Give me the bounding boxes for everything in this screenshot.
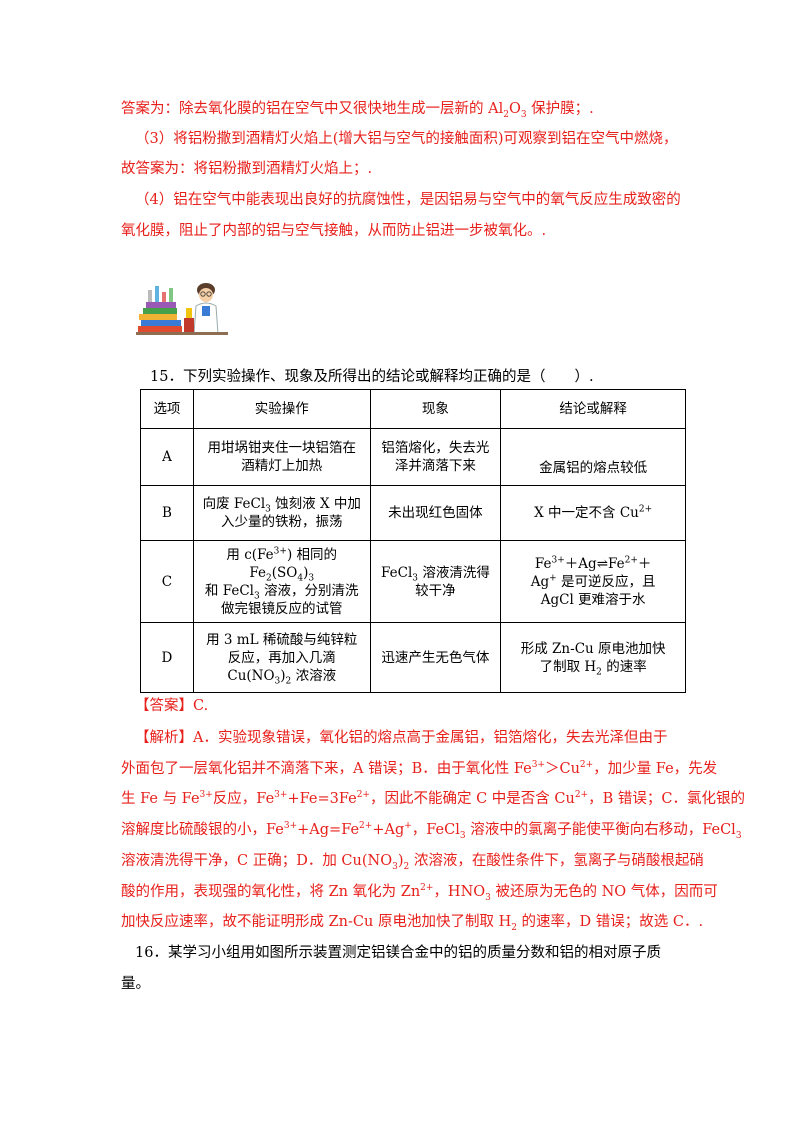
answer-label: 【答案】C. [135, 698, 209, 714]
row-a-operation: 用坩埚钳夹住一块铝箔在 酒精灯上加热 [192, 428, 371, 486]
row-c-option: C [140, 540, 194, 623]
row-c-conclusion: Fe3+＋Ag⇌Fe2+＋ Ag+ 是可逆反应，且 AgCl 更难溶于水 [500, 540, 686, 623]
reversible-arrow-icon: ⇌ [596, 555, 608, 572]
row-b-conclusion: X 中一定不含 Cu2+ [500, 485, 686, 541]
header-operation: 实验操作 [192, 389, 371, 429]
row-b-option: B [140, 485, 194, 541]
question-16-line-1: 16．某学习小组用如图所示装置测定铝镁合金中的铝的质量分数和铝的相对原子质 [135, 945, 661, 961]
analysis-line-7: 加快反应速率，故不能证明形成 Zn-Cu 原电池加快了制取 H2 的速率，D 错… [121, 914, 704, 933]
table-row-c: C 用 c(Fe3+) 相同的 Fe2(SO4)3 和 FeCl3 溶液，分别清… [140, 540, 686, 623]
answer-line-5: 氧化膜，阻止了内部的铝与空气接触，从而防止铝进一步被氧化。. [121, 223, 547, 239]
table-row-b: B 向废 FeCl3 蚀刻液 X 中加 入少量的铁粉，振荡 未出现红色固体 X … [140, 485, 686, 541]
analysis-line-6: 酸的作用，表现强的氧化性，将 Zn 氧化为 Zn2+，HNO3 被还原为无色的 … [121, 883, 718, 903]
header-option: 选项 [140, 389, 194, 429]
row-d-conclusion: 形成 Zn-Cu 原电池加快 了制取 H2 的速率 [500, 622, 686, 693]
table-row-d: D 用 3 mL 稀硫酸与纯锌粒 反应，再加入几滴 Cu(NO3)2 浓溶液 迅… [140, 622, 686, 693]
row-b-phenomenon: 未出现红色固体 [369, 485, 502, 541]
analysis-line-4: 溶解度比硫酸银的小，Fe3++Ag=Fe2++Ag+，FeCl3 溶液中的氯离子… [121, 821, 742, 841]
header-conclusion: 结论或解释 [500, 389, 686, 429]
answer-line-1: 答案为：除去氧化膜的铝在空气中又很快地生成一层新的 Al2O3 保护膜；. [121, 101, 594, 120]
header-phenomenon: 现象 [369, 389, 502, 429]
scientist-with-books-icon [136, 283, 228, 335]
table-row-a: A 用坩埚钳夹住一块铝箔在 酒精灯上加热 铝箔熔化，失去光 泽并滴落下来 金属铝… [140, 428, 686, 486]
row-a-conclusion: 金属铝的熔点较低 [500, 428, 686, 486]
table-header-row: 选项 实验操作 现象 结论或解释 [140, 389, 686, 429]
row-b-operation: 向废 FeCl3 蚀刻液 X 中加 入少量的铁粉，振荡 [192, 485, 371, 541]
question-15: 15．下列实验操作、现象及所得出的结论或解释均正确的是（ ）. [150, 369, 594, 385]
row-d-phenomenon: 迅速产生无色气体 [369, 622, 502, 693]
row-a-option: A [140, 428, 194, 486]
row-d-operation: 用 3 mL 稀硫酸与纯锌粒 反应，再加入几滴 Cu(NO3)2 浓溶液 [192, 622, 371, 693]
question-16-line-2: 量。 [121, 976, 150, 992]
answer-line-3: 故答案为：将铝粉撒到酒精灯火焰上；. [121, 161, 373, 177]
row-a-phenomenon: 铝箔熔化，失去光 泽并滴落下来 [369, 428, 502, 486]
analysis-line-2: 外面包了一层氧化铝并不滴落下来，A 错误；B．由于氧化性 Fe3+＞Cu2+，加… [121, 760, 718, 777]
answer-line-4: （4）铝在空气中能表现出良好的抗腐蚀性，是因铝易与空气中的氧气反应生成致密的 [135, 192, 681, 208]
analysis-line-5: 溶液清洗得干净，C 正确；D．加 Cu(NO3)2 浓溶液，在酸性条件下，氢离子… [121, 853, 704, 872]
answer-line-2: （3）将铝粉撒到酒精灯火焰上(增大铝与空气的接触面积)可观察到铝在空气中燃烧， [135, 131, 678, 147]
analysis-line-3: 生 Fe 与 Fe3+反应，Fe3++Fe=3Fe2+，因此不能确定 C 中是否… [121, 790, 745, 807]
experiment-table: 选项 实验操作 现象 结论或解释 A 用坩埚钳夹住一块铝箔在 酒精灯上加热 铝箔… [140, 389, 686, 693]
row-c-operation: 用 c(Fe3+) 相同的 Fe2(SO4)3 和 FeCl3 溶液，分别清洗 … [192, 540, 371, 623]
row-c-phenomenon: FeCl3 溶液清洗得 较干净 [369, 540, 502, 623]
row-d-option: D [140, 622, 194, 693]
analysis-line-1: 【解析】A．实验现象错误，氧化铝的熔点高于金属铝，铝箔熔化，失去光泽但由于 [135, 730, 668, 746]
